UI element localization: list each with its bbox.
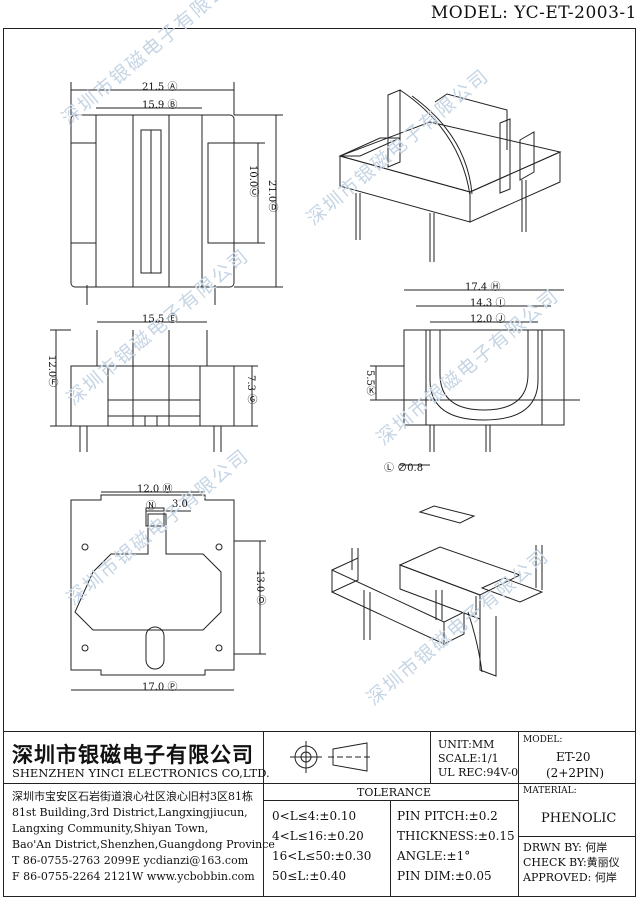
tolerance-row: THICKNESS:±0.15 xyxy=(397,829,515,843)
company-name-cn: 深圳市银磁电子有限公司 xyxy=(12,743,254,767)
dim-d: 21.0Ⓓ xyxy=(266,180,277,213)
dim-l: Ⓛ ∅0.8 xyxy=(384,463,424,474)
company-tel: T 86-0755-2763 2099 xyxy=(12,854,132,867)
tolerance-title: TOLERANCE xyxy=(357,786,431,799)
dim-i: 14.3 Ⓘ xyxy=(470,298,506,309)
iso-view-bottom xyxy=(331,505,544,677)
dim-o: 13.0 Ⓞ xyxy=(254,570,265,606)
company-name-en: SHENZHEN YINCI ELECTRONICS CO,LTD. xyxy=(12,766,270,780)
checked-by: CHECK BY:黄丽仪 xyxy=(523,856,620,869)
side-view xyxy=(370,289,580,466)
dim-n-value: 3.0 xyxy=(172,499,188,510)
tolerance-row: 4<L≤16:±0.20 xyxy=(272,829,364,843)
tolerance-row: ANGLE:±1° xyxy=(397,849,471,863)
tolerance-row: 16<L≤50:±0.30 xyxy=(272,849,372,863)
model-name: ET-20 xyxy=(556,750,591,764)
approved-by: APPROVED: 何岸 xyxy=(523,871,617,884)
company-address-line: Langxing Community,Shiyan Town, xyxy=(12,822,209,835)
dim-e: 15.5 Ⓔ xyxy=(142,314,178,325)
spec-ul: UL REC:94V-0 xyxy=(438,766,519,779)
spec-scale: SCALE:1/1 xyxy=(438,752,499,765)
front-view xyxy=(50,321,258,452)
company-address-line: 深圳市宝安区石岩街道浪心社区浪心旧村3区81栋 xyxy=(12,790,253,803)
company-web: W www.ycbobbin.com xyxy=(132,870,255,883)
model-label: MODEL: xyxy=(523,735,563,745)
company-address-line: Bao'An District,Shenzhen,Guangdong Provi… xyxy=(12,838,275,851)
company-email: E ycdianzi@163.com xyxy=(132,854,249,867)
tolerance-row: 50≤L:±0.40 xyxy=(272,869,347,883)
dim-k: 5.5Ⓚ xyxy=(364,370,375,396)
tolerance-row: 0<L≤4:±0.10 xyxy=(272,809,357,823)
dim-g: 7.3 Ⓖ xyxy=(245,375,256,405)
projection-symbol xyxy=(290,741,372,773)
dim-h: 17.4 Ⓗ xyxy=(465,282,501,293)
company-address-line: 81st Building,3rd District,Langxingjiucu… xyxy=(12,806,248,819)
drawn-by: DRWN BY: 何岸 xyxy=(523,841,608,854)
dim-b: 15.9 Ⓑ xyxy=(142,100,178,111)
tolerance-row: PIN DIM:±0.05 xyxy=(397,869,492,883)
spec-unit: UNIT:MM xyxy=(438,738,495,751)
dim-p: 17.0 Ⓟ xyxy=(142,682,178,693)
material-value: PHENOLIC xyxy=(541,811,617,826)
dim-a: 21.5 Ⓐ xyxy=(142,82,178,93)
dim-c: 10.0Ⓒ xyxy=(247,165,258,198)
top-view xyxy=(70,82,283,305)
tolerance-row: PIN PITCH:±0.2 xyxy=(397,809,498,823)
model-pins: (2+2PIN) xyxy=(546,766,605,780)
bottom-view xyxy=(70,491,266,691)
material-label: MATERIAL: xyxy=(523,786,577,796)
dim-j: 12.0 Ⓙ xyxy=(470,314,506,325)
dim-m: 12.0 Ⓜ xyxy=(137,484,173,495)
dim-n: Ⓝ xyxy=(146,501,156,512)
iso-view-top xyxy=(338,89,562,262)
model-title: MODEL: YC-ET-2003-1 xyxy=(430,3,637,23)
company-fax: F 86-0755-2264 2121 xyxy=(12,870,133,883)
dim-f: 12.0Ⓕ xyxy=(46,355,57,388)
